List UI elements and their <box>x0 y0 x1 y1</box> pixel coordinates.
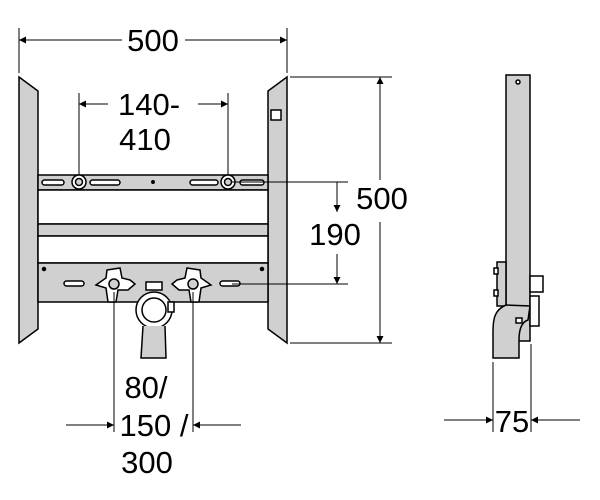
left-side-panel <box>18 75 39 345</box>
drain-pipe <box>140 325 167 359</box>
dimension-lines <box>18 28 580 432</box>
side-post <box>505 74 531 342</box>
slot-left <box>41 179 65 186</box>
plate-hole <box>259 266 265 272</box>
dim-label-outlet-line1: 80/ <box>124 370 167 405</box>
dim-label-outlet-line2: 150 / <box>120 408 189 443</box>
side-post-screw <box>515 317 523 324</box>
plate-hole <box>41 266 47 272</box>
right-panel-notch <box>270 109 282 121</box>
slot-right <box>189 179 219 186</box>
side-bracket-tab <box>493 267 499 275</box>
dim-label-spacing-height: 190 <box>309 217 361 252</box>
top-bolt-right-inner <box>223 177 233 187</box>
drain-clip <box>167 301 175 313</box>
dim-label-outlet-line3: 300 <box>121 445 173 480</box>
right-side-panel <box>267 75 288 345</box>
side-post-hole <box>515 79 521 85</box>
dimension-labels: 500 140- 410 500 190 80/ 150 / 300 75 <box>118 23 529 480</box>
middle-rail <box>37 223 269 237</box>
side-bracket <box>496 261 507 307</box>
dim-label-overall-height: 500 <box>356 181 408 216</box>
right-elbow-nut <box>187 278 199 290</box>
front-view <box>18 75 288 359</box>
top-bolt-left-inner <box>74 177 84 187</box>
lower-gap <box>37 235 269 264</box>
side-block-low <box>529 295 540 327</box>
side-block <box>529 275 544 293</box>
dim-label-depth: 75 <box>495 404 529 439</box>
slot-left-2 <box>89 179 121 186</box>
dim-label-overall-width: 500 <box>127 23 179 58</box>
center-hole <box>151 180 155 184</box>
dim-label-spacing-line1: 140- <box>118 87 180 122</box>
drain-opening <box>141 297 167 323</box>
plate-slot-1 <box>63 280 85 287</box>
drain-flange <box>145 281 163 291</box>
dim-label-spacing-line2: 410 <box>119 122 171 157</box>
middle-bar <box>37 189 269 225</box>
side-view <box>492 74 544 359</box>
left-elbow-nut <box>108 278 120 290</box>
side-bracket-tab <box>493 289 499 297</box>
